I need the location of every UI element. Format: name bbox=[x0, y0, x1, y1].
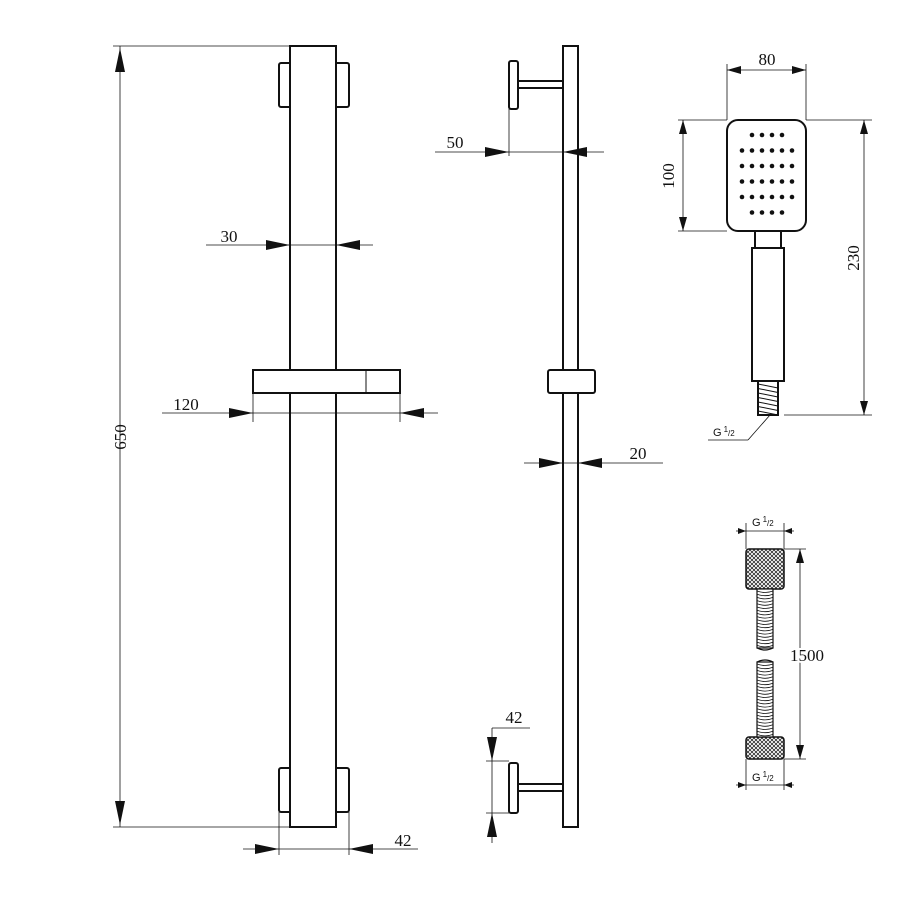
nozzle-dot bbox=[739, 148, 745, 153]
nozzle-dot bbox=[749, 179, 755, 184]
dim-bracket-height: 42 bbox=[506, 708, 523, 727]
nozzle-dot bbox=[749, 163, 755, 169]
nozzle-dot bbox=[779, 132, 785, 138]
front-view: 650 30 120 42 bbox=[111, 45, 438, 855]
nozzle-dot bbox=[759, 132, 765, 138]
nozzle-dot bbox=[759, 194, 765, 200]
nozzle-dot bbox=[739, 163, 745, 169]
nozzle-dot bbox=[749, 210, 755, 215]
nozzle-dot bbox=[779, 163, 785, 169]
nozzle-dot bbox=[779, 179, 785, 184]
nozzle-dot bbox=[769, 194, 775, 200]
nozzle-dot bbox=[789, 179, 795, 184]
dim-head-width: 80 bbox=[759, 50, 776, 69]
nozzle-dot bbox=[769, 179, 775, 184]
nozzle-dot bbox=[759, 210, 765, 215]
nozzle-dot bbox=[759, 179, 765, 184]
dim-total-length: 230 bbox=[844, 245, 863, 271]
nozzle-dot bbox=[739, 194, 745, 200]
nozzle-dot bbox=[759, 148, 765, 153]
thread-line bbox=[757, 397, 779, 402]
nozzle-dot bbox=[759, 163, 765, 169]
nozzle-dot bbox=[779, 194, 785, 200]
hose-top-nut bbox=[745, 548, 785, 590]
nozzle-dot bbox=[769, 132, 775, 138]
thread-line bbox=[757, 410, 779, 416]
thread-line bbox=[757, 406, 779, 411]
thread-line bbox=[757, 388, 779, 393]
nozzle-dot bbox=[779, 148, 785, 153]
nozzle-dot bbox=[749, 132, 755, 138]
dim-bar-depth: 20 bbox=[630, 444, 647, 463]
side-rail bbox=[562, 45, 579, 828]
dim-bracket-offset: 50 bbox=[447, 133, 464, 152]
nozzle-grid bbox=[739, 132, 795, 215]
nozzle-dot bbox=[739, 179, 745, 184]
side-view: 50 20 42 bbox=[435, 45, 663, 843]
side-slider-holder bbox=[547, 369, 596, 394]
thread-line bbox=[757, 392, 779, 398]
dim-bracket-width: 42 bbox=[395, 831, 412, 850]
thread-line bbox=[757, 401, 779, 407]
dim-total-height: 650 bbox=[111, 424, 130, 450]
nozzle-dot bbox=[789, 194, 795, 200]
dim-hose-length: 1500 bbox=[790, 646, 824, 665]
thread-line bbox=[757, 383, 779, 389]
slider-holder bbox=[252, 369, 401, 394]
nozzle-dot bbox=[789, 163, 795, 169]
hose-body bbox=[756, 588, 774, 738]
dim-holder-width: 120 bbox=[173, 395, 199, 414]
nozzle-dot bbox=[749, 148, 755, 153]
nozzle-dot bbox=[789, 148, 795, 153]
dim-bar-width: 30 bbox=[221, 227, 238, 246]
slide-rail bbox=[289, 45, 337, 828]
side-top-flange bbox=[508, 60, 519, 110]
nozzle-dot bbox=[769, 210, 775, 215]
shower-head bbox=[726, 119, 807, 232]
hose-bottom-nut bbox=[745, 736, 785, 760]
nozzle-dot bbox=[769, 148, 775, 153]
nozzle-dot bbox=[769, 163, 775, 169]
dim-head-height: 100 bbox=[659, 163, 678, 189]
nozzle-dot bbox=[749, 194, 755, 200]
handle-neck bbox=[754, 230, 782, 249]
nozzle-dot bbox=[779, 210, 785, 215]
shower-handle bbox=[751, 247, 785, 382]
side-bottom-flange bbox=[508, 762, 519, 814]
